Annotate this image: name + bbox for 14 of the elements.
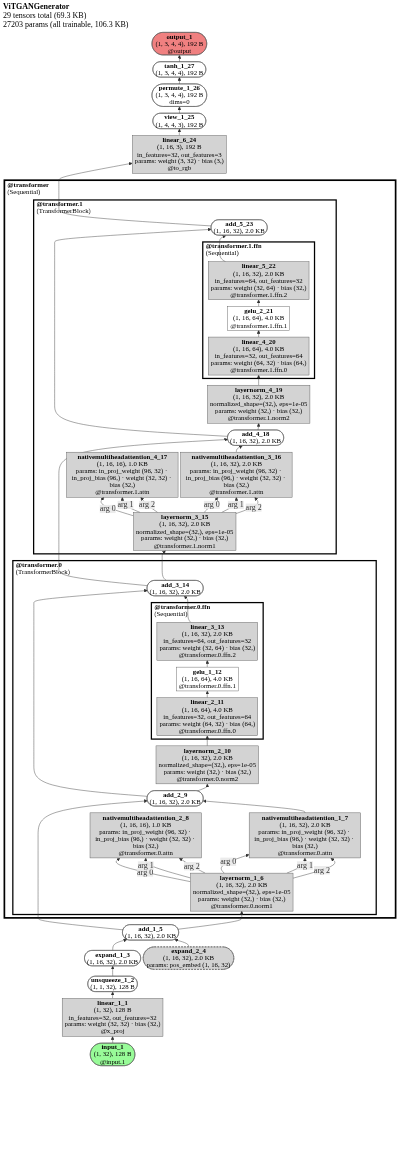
edge-label: arg 2 [138,500,155,510]
summary-note: 29 tensors total (69.3 KB) [3,11,88,20]
edge-label: arg 2 [313,865,330,875]
edge-label: arg 1 [296,860,313,870]
edge-label: arg 2 [245,502,262,512]
edge-label: arg 2 [183,861,200,871]
edge-label: arg 0 [220,857,237,866]
edge-label: arg 1 [227,500,244,510]
diagram-title: ViTGANGenerator [3,2,71,11]
edge-label: arg 0 [203,500,220,510]
summary-note: 27203 params (all trainable, 106.3 KB) [3,20,129,29]
edge-label: arg 1 [137,860,154,870]
edge-label: arg 0 [99,504,116,514]
edge-label: arg 1 [117,500,134,510]
